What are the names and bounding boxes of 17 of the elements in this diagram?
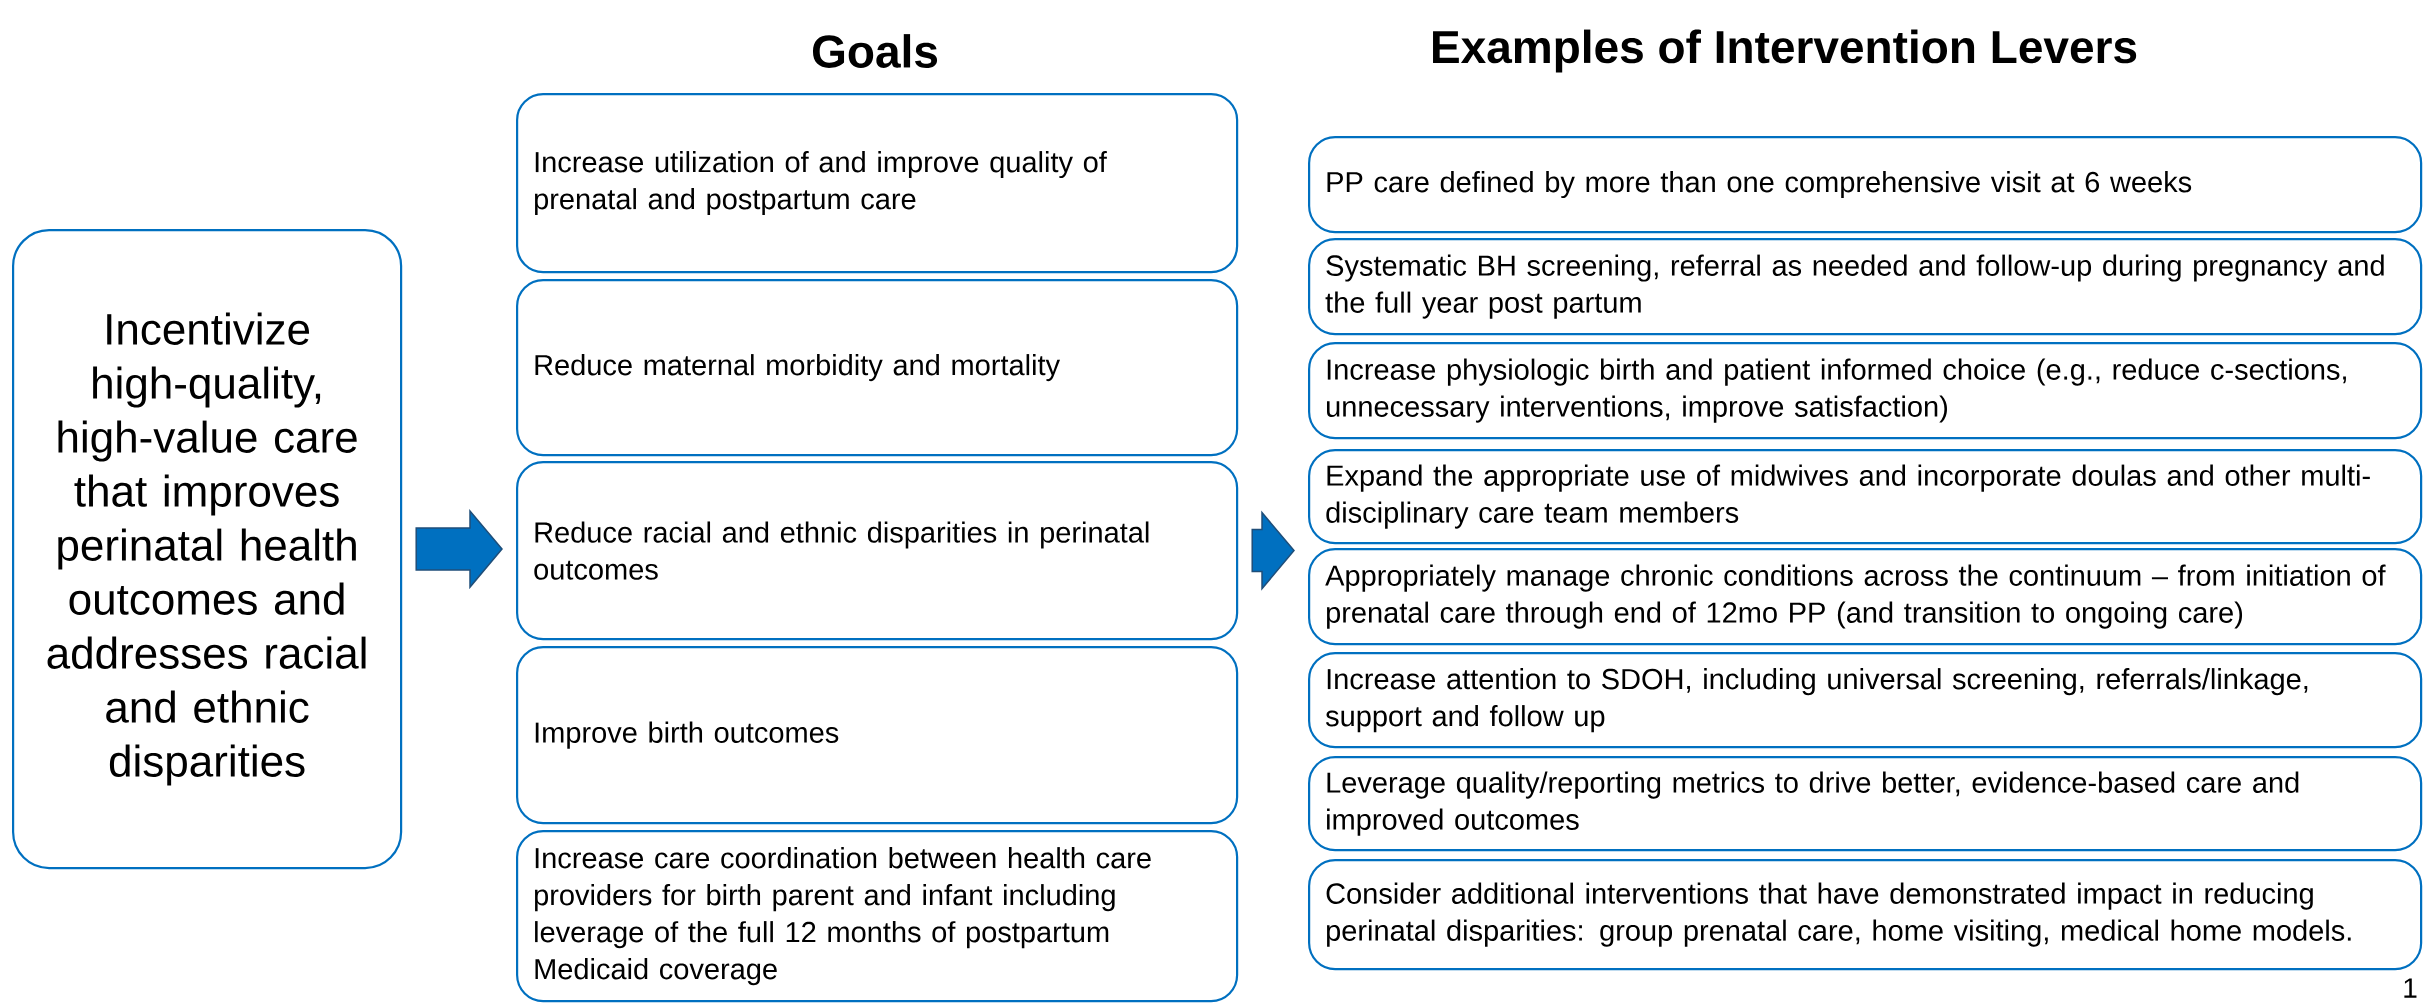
block-arrow bbox=[415, 509, 503, 590]
text-box: Increase utilization of and improve quality of prenatal and postpartum care bbox=[516, 93, 1239, 274]
goal-box: Incentivize high-quality, high-value care that improves perinatal health outcomes and addresses racial and ethnic disparities bbox=[12, 229, 403, 870]
text-box: Reduce racial and ethnic disparities in perinatal outcomes bbox=[516, 461, 1239, 641]
text-box: Consider additional interventions that have demonstrated impact in reducing perinatal disparities: group prenatal care, home visiting, medical home models. bbox=[1308, 859, 2423, 971]
text-box: Increase attention to SDOH, including universal screening, referrals/linkage, support and follow up bbox=[1308, 652, 2423, 749]
text-box: Increase care coordination between health care providers for birth parent and infant including leverage of the full 12 months of postpartum Medicaid coverage bbox=[516, 830, 1239, 1003]
text-box: PP care defined by more than one comprehensive visit at 6 weeks bbox=[1308, 136, 2423, 234]
text-box: Increase physiologic birth and patient informed choice (e.g., reduce c-sections, unnecessary interventions, improve satisfaction) bbox=[1308, 342, 2423, 440]
text-box: Expand the appropriate use of midwives and incorporate doulas and other multi-disciplinary care team members bbox=[1308, 449, 2423, 545]
text-box: Systematic BH screening, referral as needed and follow-up during pregnancy and the full year post partum bbox=[1308, 238, 2423, 336]
block-arrow bbox=[1251, 510, 1295, 591]
column-heading: Examples of Intervention Levers bbox=[1433, 29, 2137, 73]
text-box: Leverage quality/reporting metrics to drive better, evidence-based care and improved outcomes bbox=[1308, 756, 2423, 852]
text-box: Improve birth outcomes bbox=[516, 646, 1239, 825]
text-box: Appropriately manage chronic conditions across the continuum – from initiation of prenatal care through end of 12mo PP (and transition to ongoing care) bbox=[1308, 548, 2423, 646]
text-box: Reduce maternal morbidity and mortality bbox=[516, 279, 1239, 457]
